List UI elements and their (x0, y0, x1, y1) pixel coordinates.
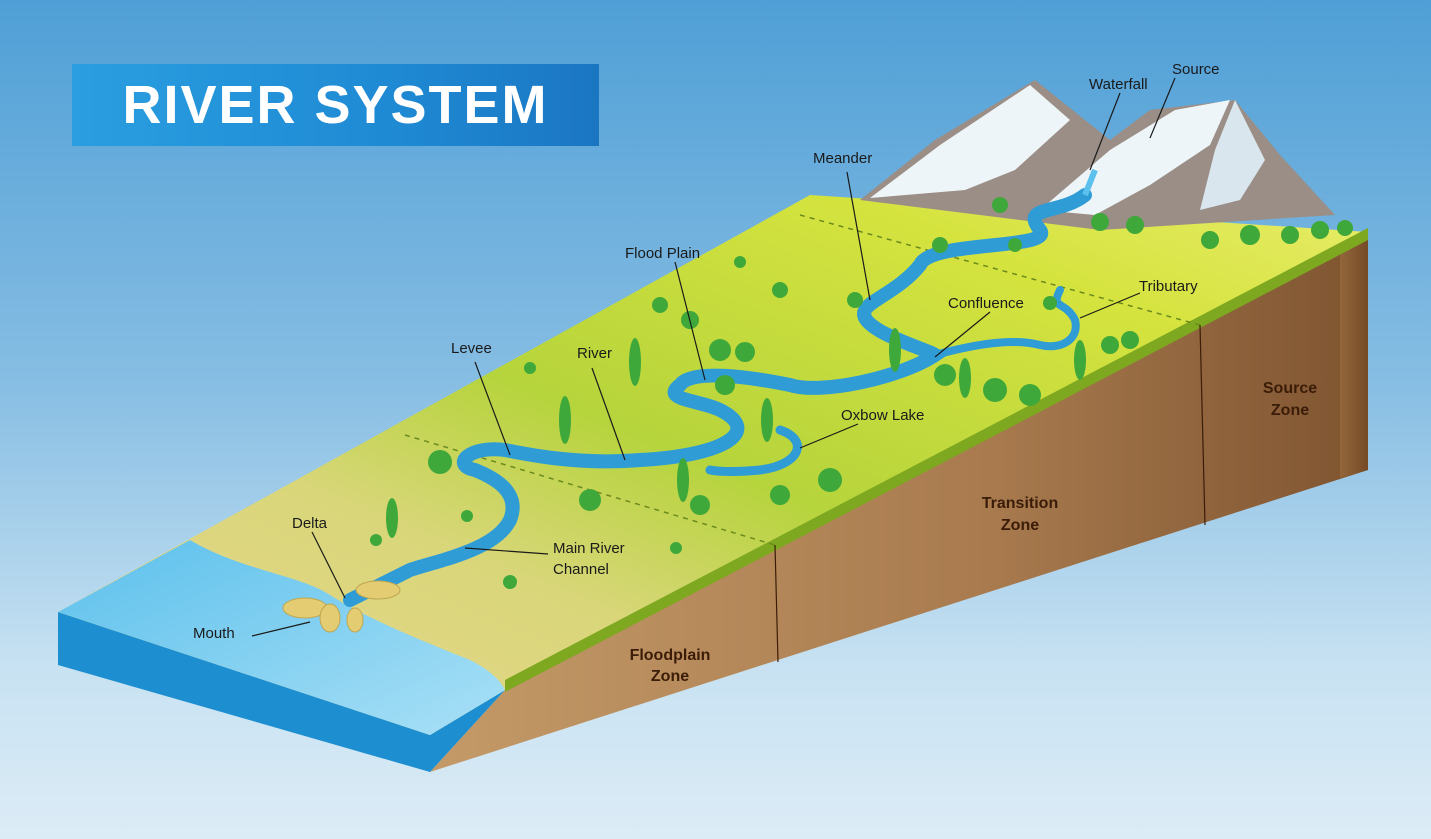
zone-source-line2: Zone (1271, 402, 1309, 419)
leader-main-river-channel (464, 547, 549, 555)
grass-edge (505, 228, 1368, 692)
zone-floodplain-line2: Zone (651, 668, 689, 685)
sea-front-face (58, 612, 505, 772)
leader-delta (311, 531, 346, 599)
oxbow-lake (705, 425, 802, 476)
land-surface (58, 195, 1368, 735)
leader-oxbow-lake (799, 423, 859, 449)
label-levee: Levee (451, 340, 492, 357)
sea (58, 540, 505, 735)
label-main-river-channel-line1: Main River (553, 540, 625, 557)
label-mouth: Mouth (193, 625, 235, 642)
label-oxbow-lake: Oxbow Lake (841, 407, 924, 424)
leader-meander (846, 171, 871, 301)
leader-river (591, 367, 626, 461)
soil-divider-1 (774, 544, 779, 663)
delta-islands (282, 580, 401, 633)
page-title: RIVER SYSTEM (122, 75, 549, 135)
zone-floodplain-line1: Floodplain (630, 647, 711, 664)
title-banner: RIVER SYSTEM (72, 64, 599, 146)
label-source: Source (1172, 61, 1220, 78)
leader-levee (474, 361, 511, 456)
river-tributary (931, 286, 1080, 359)
label-tributary: Tributary (1139, 278, 1198, 295)
leader-waterfall (1089, 92, 1121, 171)
leader-source (1149, 77, 1176, 139)
label-meander: Meander (813, 150, 872, 167)
label-main-river-channel-line2: Channel (553, 561, 609, 578)
soil-front-face (430, 232, 1368, 772)
trees (370, 197, 1353, 589)
label-river: River (577, 345, 612, 362)
mountains (860, 80, 1335, 230)
zone-source-line1: Source (1263, 380, 1317, 397)
label-flood-plain: Flood Plain (625, 245, 700, 262)
leader-confluence (934, 311, 991, 358)
soil-right-face (1340, 232, 1368, 478)
zone-transition-line2: Zone (1001, 517, 1039, 534)
label-confluence: Confluence (948, 295, 1024, 312)
label-waterfall: Waterfall (1089, 76, 1148, 93)
label-delta: Delta (292, 515, 328, 532)
river-main (343, 188, 1092, 607)
leader-tributary (1079, 292, 1141, 319)
waterfall (1082, 168, 1098, 197)
leader-mouth (251, 621, 311, 637)
zone-transition-line1: Transition (982, 495, 1058, 512)
leader-flood-plain (674, 261, 706, 381)
soil-divider-2 (1199, 324, 1206, 526)
